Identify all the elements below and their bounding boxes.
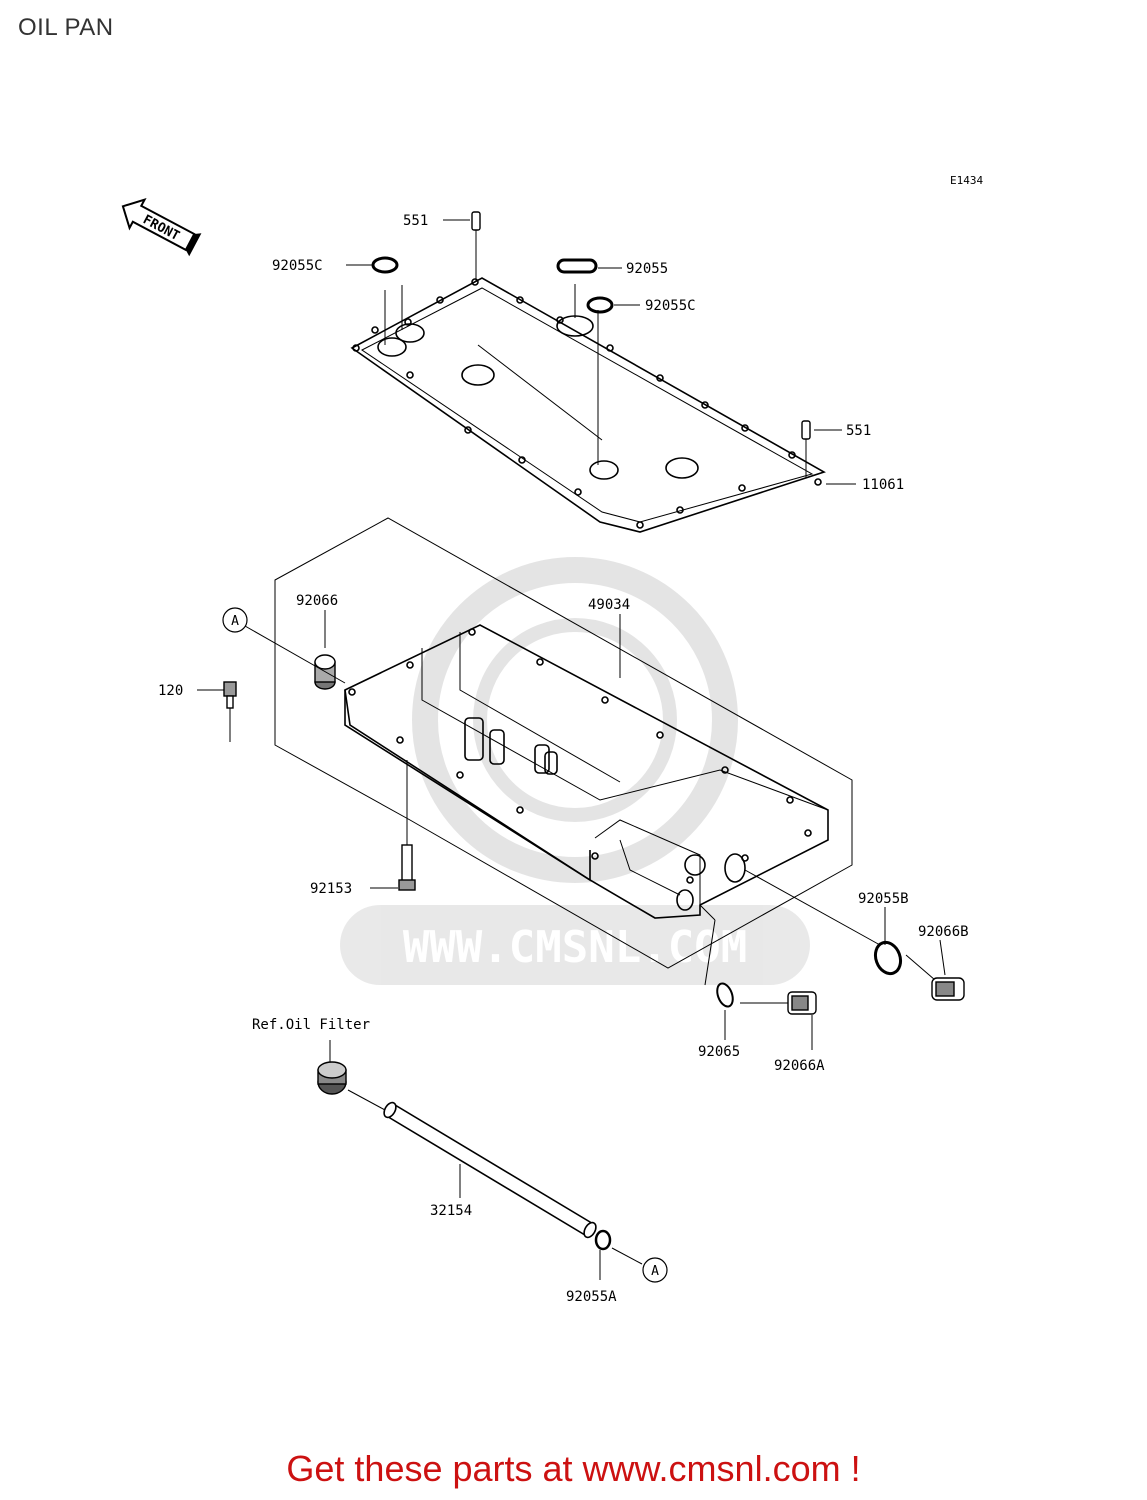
dowel-pin-right bbox=[801, 420, 811, 478]
callout-92066a: 92066A bbox=[774, 1058, 825, 1074]
callout-92066b: 92066B bbox=[918, 924, 969, 940]
oil-pan-gasket bbox=[350, 277, 826, 533]
bolt-120 bbox=[197, 681, 237, 742]
diagram-code: E1434 bbox=[950, 174, 983, 187]
front-arrow-icon: FRONT bbox=[121, 198, 202, 257]
plug-92066b bbox=[931, 977, 965, 1001]
o-ring-92055c-left bbox=[371, 256, 399, 274]
oil-pan bbox=[274, 517, 853, 969]
callout-551-right: 551 bbox=[846, 423, 871, 439]
dowel-pin-top bbox=[471, 211, 481, 282]
reference-marker-a-top: A bbox=[222, 607, 248, 633]
callout-92066: 92066 bbox=[296, 593, 338, 609]
fitting-92066a bbox=[787, 991, 817, 1015]
callout-92055a: 92055A bbox=[566, 1289, 617, 1305]
callout-32154: 32154 bbox=[430, 1203, 472, 1219]
plug-92066 bbox=[314, 610, 336, 690]
callout-92055c-right: 92055C bbox=[645, 298, 696, 314]
callout-92065: 92065 bbox=[698, 1044, 740, 1060]
callout-92055c-left: 92055C bbox=[272, 258, 323, 274]
callout-92055b: 92055B bbox=[858, 891, 909, 907]
washer-92065 bbox=[716, 982, 734, 1008]
o-ring-92055a bbox=[594, 1229, 612, 1251]
callout-11061: 11061 bbox=[862, 477, 904, 493]
callout-92055: 92055 bbox=[626, 261, 668, 277]
watermark-text: WWW.CMSNL.COM bbox=[403, 922, 747, 973]
callout-49034: 49034 bbox=[588, 597, 630, 613]
pipe-32154 bbox=[383, 1101, 597, 1239]
o-ring-92055c-right bbox=[586, 296, 614, 314]
reference-marker-a-bottom: A bbox=[642, 1257, 668, 1283]
oil-filter bbox=[317, 1061, 347, 1095]
callout-ref-oil-filter: Ref.Oil Filter bbox=[252, 1017, 370, 1033]
callout-92153: 92153 bbox=[310, 881, 352, 897]
bolt-92153 bbox=[370, 760, 416, 891]
callout-a-bottom: A bbox=[651, 1264, 659, 1279]
page-title: OIL PAN bbox=[18, 14, 114, 41]
callout-551-top: 551 bbox=[403, 213, 428, 229]
o-ring-92055b bbox=[873, 940, 903, 976]
gasket-92055 bbox=[556, 258, 598, 274]
leader-lines bbox=[244, 219, 946, 1280]
footer-link[interactable]: Get these parts at www.cmsnl.com ! bbox=[286, 1448, 861, 1489]
callout-120: 120 bbox=[158, 683, 183, 699]
callout-a-top: A bbox=[231, 614, 239, 629]
callout-labels: 551 92055C 92055 92055C 551 11061 92066 … bbox=[158, 213, 969, 1305]
